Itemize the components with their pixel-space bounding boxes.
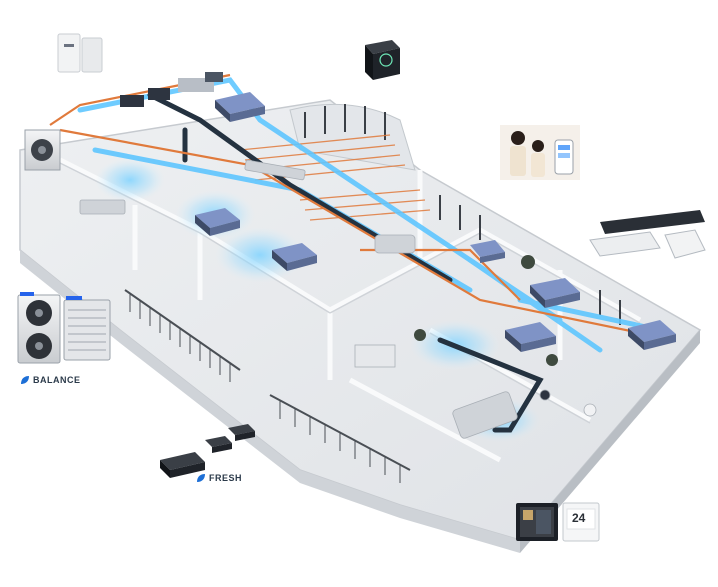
balance-label-text: BALANCE bbox=[33, 375, 81, 385]
indoor-unit-5 bbox=[628, 320, 676, 350]
indoor-unit-7 bbox=[470, 240, 505, 263]
indoor-unit-1 bbox=[195, 208, 240, 236]
furniture bbox=[79, 159, 597, 439]
indoor-unit-3 bbox=[530, 278, 580, 308]
wall-control-panels bbox=[516, 502, 600, 542]
fresh-air-units bbox=[160, 424, 255, 478]
fresh-label-text: FRESH bbox=[209, 473, 243, 483]
indoor-units bbox=[195, 92, 676, 352]
wall-outdoor-unit bbox=[24, 129, 61, 171]
vrf-outdoor-units bbox=[17, 292, 111, 364]
return-ducts bbox=[147, 92, 544, 433]
wall-hydro-units bbox=[57, 33, 103, 73]
indoor-unit-6 bbox=[215, 92, 265, 122]
indoor-unit-2 bbox=[272, 243, 317, 271]
fresh-air-units-roof bbox=[120, 72, 223, 107]
balance-leaf-icon bbox=[21, 376, 29, 384]
smart-app-users-photo bbox=[500, 125, 580, 180]
fresh-leaf-icon bbox=[197, 474, 205, 482]
air-diffusers bbox=[589, 210, 706, 259]
smart-gateway-device bbox=[365, 40, 400, 80]
thermostat-display: 24 bbox=[572, 511, 586, 525]
garden-fence-left bbox=[124, 289, 241, 382]
fresh-brand-label: FRESH bbox=[196, 473, 242, 483]
plants bbox=[414, 255, 558, 366]
indoor-unit-4 bbox=[505, 322, 556, 352]
balance-brand-label: BALANCE bbox=[20, 375, 81, 385]
garden-fence-bottom bbox=[269, 394, 411, 483]
